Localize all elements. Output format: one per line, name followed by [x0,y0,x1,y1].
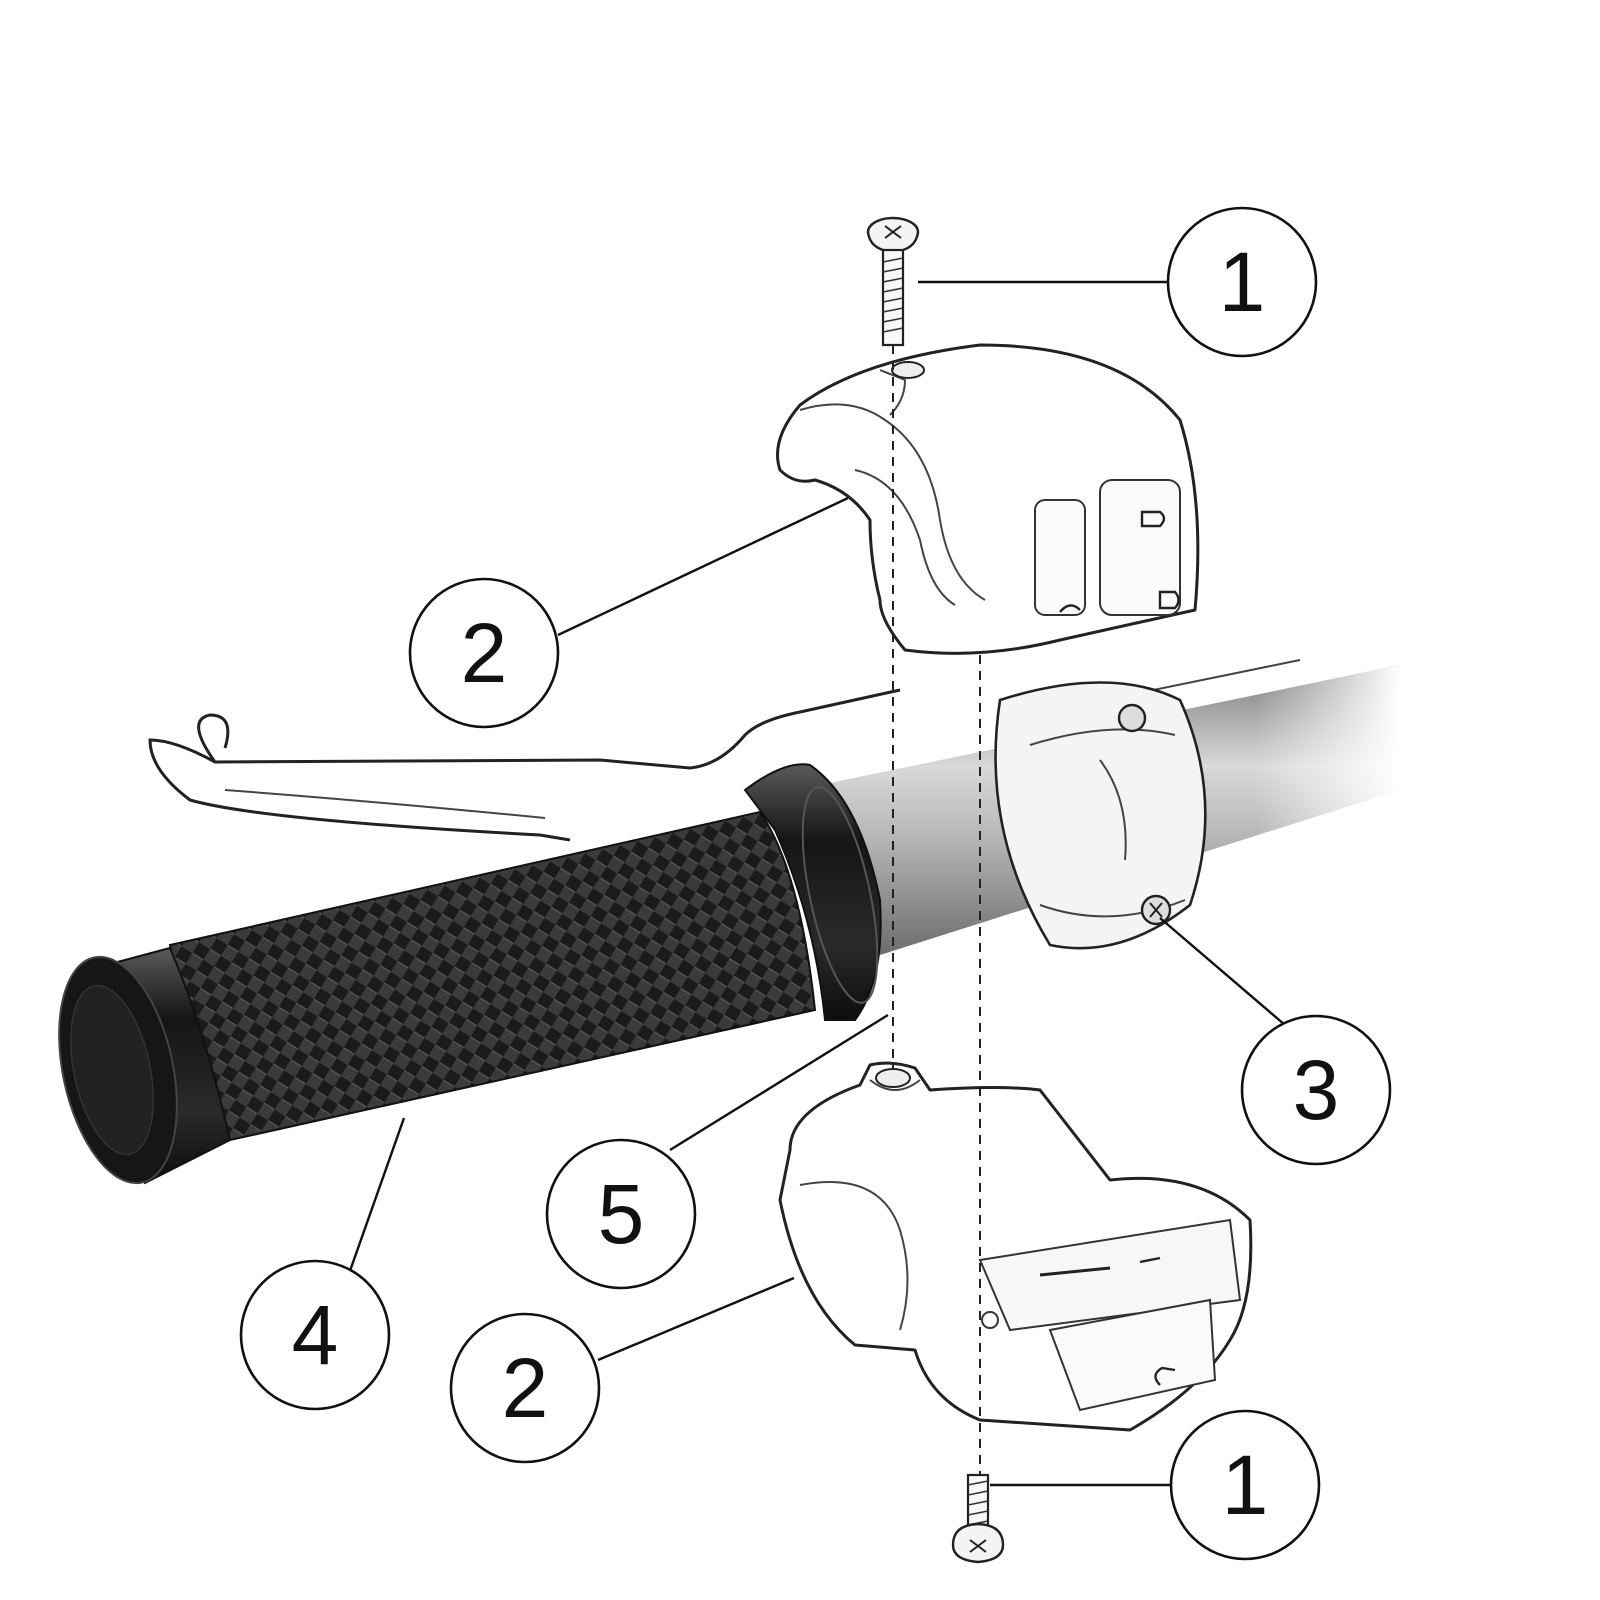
callout-label: 4 [292,1288,339,1382]
switch-button-left [1034,499,1086,616]
callout-2-top: 2 [408,577,560,729]
callout-1-top: 1 [1166,206,1318,358]
handlebar-grip [58,763,882,1185]
lower-switch-housing [778,1061,1253,1432]
callout-label: 3 [1293,1043,1340,1137]
alignment-guides [892,345,981,1475]
lower-housing-screw-hole [875,1068,911,1088]
screw-top [866,216,920,347]
callout-label: 2 [461,606,508,700]
callout-4: 4 [239,1259,391,1411]
callout-label: 5 [598,1167,645,1261]
callout-5: 5 [545,1138,697,1290]
callout-3: 3 [1240,1014,1392,1166]
switch-button-right [1099,479,1181,616]
callout-label: 1 [1219,235,1266,329]
screw-bottom [951,1473,1005,1564]
clamp-screw-top [1117,703,1147,733]
callout-1-bottom: 1 [1169,1409,1321,1561]
clutch-lever [148,688,901,842]
callout-label: 2 [502,1341,549,1435]
callout-2-bottom: 2 [449,1312,601,1464]
upper-housing-screw-hole [891,361,925,379]
switch-housing-clamp [994,681,1207,950]
callout-label: 1 [1222,1438,1269,1532]
lower-switch-button [1048,1298,1217,1412]
leader-lines [343,280,1286,1487]
upper-switch-housing [776,343,1200,655]
